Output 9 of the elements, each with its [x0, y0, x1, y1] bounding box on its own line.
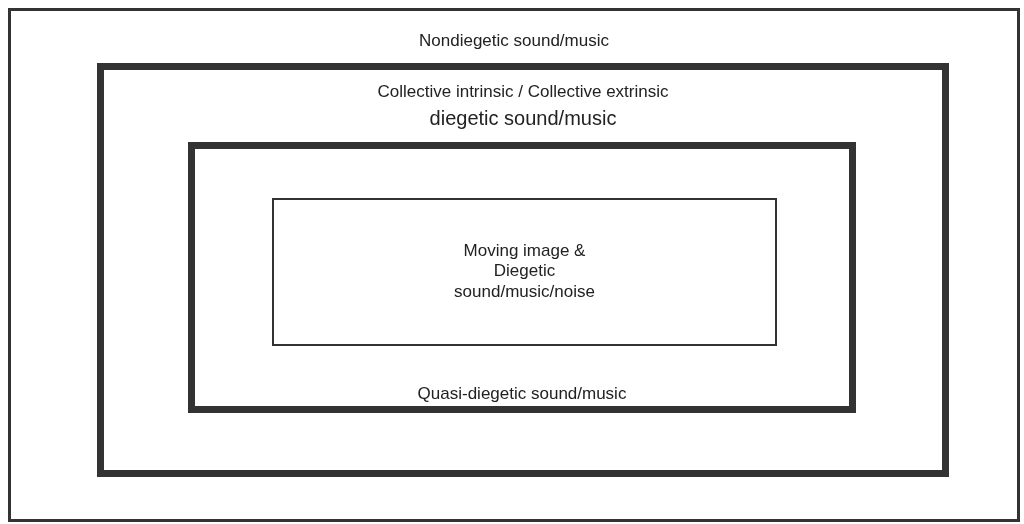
box-label: Quasi-diegetic sound/music [417, 383, 627, 404]
nested-box [8, 8, 1020, 522]
box-label: Nondiegetic sound/music [419, 31, 609, 52]
nested-box [97, 63, 949, 477]
box-label: Collective intrinsic / Collective extrinsic [377, 82, 669, 103]
nested-box [188, 142, 856, 413]
nested-box [272, 198, 777, 346]
box-label: diegetic sound/music [429, 106, 617, 130]
box-label: Moving image & Diegetic sound/music/noise [453, 241, 596, 303]
